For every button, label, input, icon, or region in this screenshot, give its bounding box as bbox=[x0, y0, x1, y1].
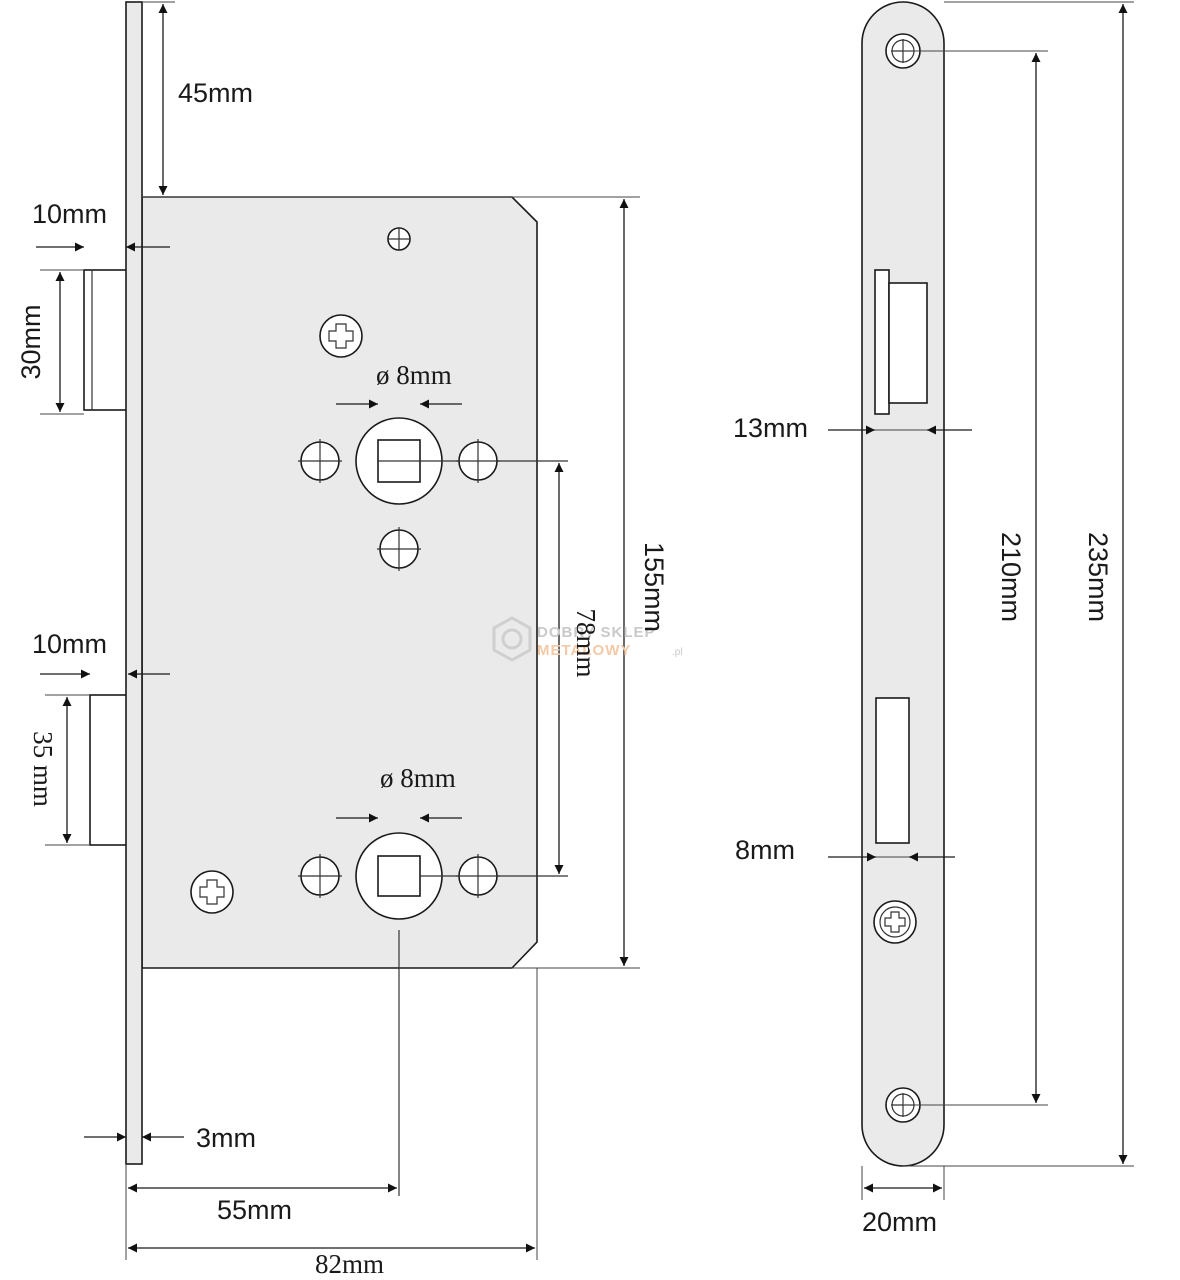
screw-hole-icon bbox=[298, 439, 342, 483]
mounting-hole-icon bbox=[387, 227, 411, 251]
label-faceplate-width: 20mm bbox=[862, 1207, 937, 1237]
label-latch-height: 30mm bbox=[16, 304, 46, 379]
label-handle-hole: ø 8mm bbox=[376, 360, 452, 390]
screw-hole-icon bbox=[298, 854, 342, 898]
watermark-logo: DOBRY SKLEP METALOWY .pl bbox=[492, 616, 683, 662]
label-spindle-distance: 78mm bbox=[571, 608, 601, 677]
dead-bolt bbox=[89, 694, 129, 846]
lock-side-view bbox=[36, 1, 640, 1260]
faceplate-side bbox=[125, 1, 143, 1165]
label-faceplate-latch-width: 13mm bbox=[733, 413, 808, 443]
label-bolt-height: 35 mm bbox=[28, 731, 58, 807]
screw-hole-icon bbox=[377, 527, 421, 571]
label-body-height: 155mm bbox=[639, 542, 669, 632]
dimension-labels: 45mm 10mm 30mm ø 8mm 155mm 78mm 10mm 35 … bbox=[16, 78, 1113, 1279]
screw-hole-icon bbox=[456, 854, 500, 898]
label-key-hole: ø 8mm bbox=[380, 763, 456, 793]
latch-opening bbox=[874, 269, 928, 415]
phillips-screw-icon bbox=[873, 900, 917, 944]
label-bolt-setback: 10mm bbox=[32, 629, 107, 659]
key-follower bbox=[355, 832, 568, 1196]
label-faceplate-length: 235mm bbox=[1083, 532, 1113, 622]
faceplate-front bbox=[861, 1, 945, 1167]
label-body-depth: 82mm bbox=[315, 1249, 384, 1279]
label-faceplate-bolt-width: 8mm bbox=[735, 835, 795, 865]
label-backset: 55mm bbox=[217, 1195, 292, 1225]
handle-follower bbox=[355, 417, 568, 505]
watermark-line1: DOBRY SKLEP bbox=[537, 624, 656, 641]
label-latch-setback: 10mm bbox=[32, 199, 107, 229]
watermark-line2: METALOWY bbox=[537, 642, 631, 659]
faceplate-front-view bbox=[828, 1, 1134, 1200]
phillips-screw-icon bbox=[319, 314, 363, 358]
watermark-suffix: .pl bbox=[672, 647, 683, 658]
phillips-screw-icon bbox=[190, 870, 234, 914]
bolt-opening bbox=[875, 697, 910, 844]
label-hole-spacing: 210mm bbox=[996, 532, 1026, 622]
lock-case bbox=[141, 196, 538, 969]
label-top-offset: 45mm bbox=[178, 78, 253, 108]
screw-hole-icon bbox=[456, 439, 500, 483]
label-faceplate-thickness: 3mm bbox=[196, 1123, 256, 1153]
